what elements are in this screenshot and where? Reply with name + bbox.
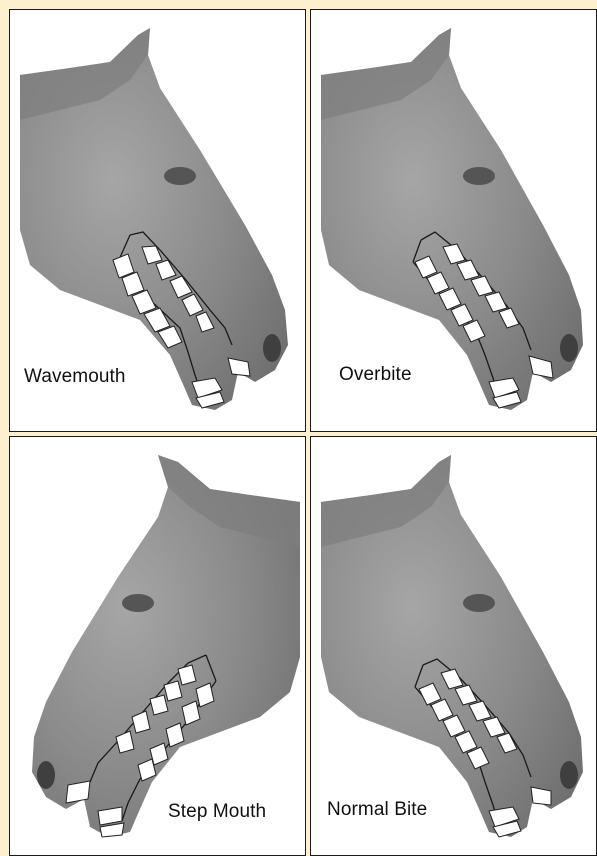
panel-label: Normal Bite <box>327 799 427 821</box>
eye <box>122 594 154 612</box>
panel-normal-bite: Normal Bite <box>310 436 597 856</box>
horse-head <box>20 28 288 410</box>
nostril <box>560 334 578 362</box>
eye <box>463 167 495 185</box>
nostril <box>263 334 281 362</box>
horse-head <box>32 455 300 837</box>
eye <box>463 594 495 612</box>
horse-head <box>321 455 583 837</box>
nostril <box>560 761 578 789</box>
panel-label: Wavemouth <box>24 366 126 388</box>
panel-label: Overbite <box>339 364 412 386</box>
panel-wavemouth: Wavemouth <box>9 9 306 432</box>
nostril <box>37 761 55 789</box>
panel-step-mouth: Step Mouth <box>9 436 306 856</box>
eye <box>164 167 196 185</box>
horse-head-illustration <box>10 437 306 856</box>
horse-head-illustration <box>311 437 597 856</box>
panel-label: Step Mouth <box>168 801 266 823</box>
horse-head <box>321 28 583 410</box>
panel-overbite: Overbite <box>310 9 597 432</box>
